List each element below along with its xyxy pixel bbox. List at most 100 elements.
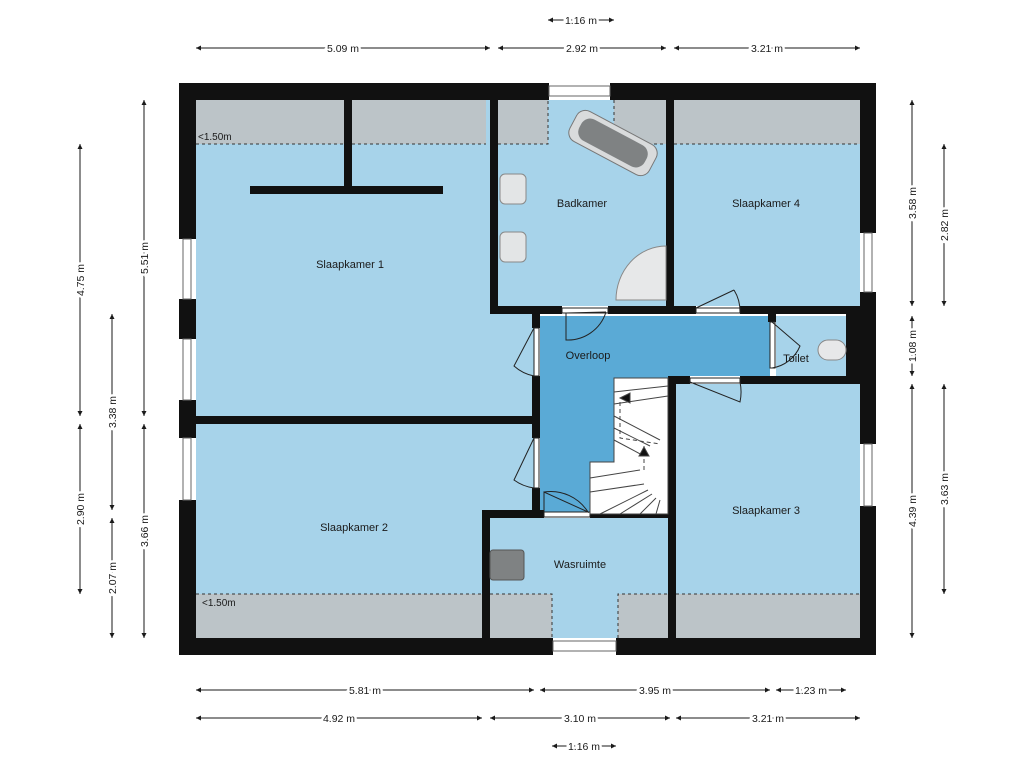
dimension-arrowhead bbox=[109, 518, 115, 523]
dimension-lines bbox=[79, 19, 945, 747]
dimension-arrowhead bbox=[941, 384, 947, 389]
dim-label-top-509: 5.09 m bbox=[327, 43, 359, 55]
dim-label-right-439: 4.39 m bbox=[907, 495, 919, 527]
label-slaapkamer-1: Slaapkamer 1 bbox=[316, 259, 384, 271]
label-wasruimte: Wasruimte bbox=[554, 559, 606, 571]
dimension-arrowhead bbox=[674, 45, 679, 51]
window-left-3 bbox=[182, 437, 192, 501]
dim-label-bottom-116: 1.16 m bbox=[568, 741, 600, 753]
low-ceiling-slaapkamer-4 bbox=[674, 100, 860, 144]
wall-badkamer-slaapkamer4 bbox=[666, 100, 674, 314]
dimension-arrowhead bbox=[855, 715, 860, 721]
dim-label-bottom-321: 3.21 m bbox=[752, 713, 784, 725]
door-slaapkamer3-swing bbox=[689, 381, 742, 403]
washing-machine-icon bbox=[489, 549, 525, 581]
window-wasruimte bbox=[552, 640, 617, 652]
outer-wall-top-left bbox=[179, 83, 549, 100]
slaapkamer-1-floor bbox=[196, 100, 534, 418]
dimension-arrowhead bbox=[909, 316, 915, 321]
dimension-arrowhead bbox=[909, 371, 915, 376]
wall-toilet-right bbox=[846, 314, 860, 376]
dimension-arrowhead bbox=[548, 17, 553, 23]
label-slaapkamer-2: Slaapkamer 2 bbox=[320, 522, 388, 534]
wall-slaapkamer-1-2 bbox=[196, 416, 536, 424]
dimension-arrowhead bbox=[941, 144, 947, 149]
door-slaapkamer1-frame bbox=[533, 327, 540, 377]
dim-label-right-282: 2.82 m bbox=[939, 209, 951, 241]
dimension-arrowhead bbox=[529, 687, 534, 693]
dimension-arrowhead bbox=[540, 687, 545, 693]
room-labels: Slaapkamer 1 Slaapkamer 2 Slaapkamer 3 S… bbox=[198, 132, 809, 609]
staircase bbox=[589, 377, 669, 515]
dimension-arrowhead bbox=[477, 715, 482, 721]
dimension-arrowhead bbox=[141, 411, 147, 416]
wall-slaapkamer3-top-left bbox=[668, 376, 690, 384]
outer-wall-right-3 bbox=[860, 506, 876, 655]
wall-slaapkamer4-bottom bbox=[740, 306, 860, 314]
door-badkamer-swing bbox=[565, 311, 607, 341]
wall-wardrobe-v bbox=[344, 100, 352, 190]
label-slaapkamer-4: Slaapkamer 4 bbox=[732, 198, 800, 210]
low-ceiling-badkamer-left bbox=[498, 100, 548, 144]
low-ceiling-slaapkamer-1 bbox=[196, 100, 486, 144]
dim-label-top-116: 1.16 m bbox=[565, 15, 597, 27]
stair-direction-line bbox=[619, 402, 661, 470]
label-low-ceiling-bottom: <1.50m bbox=[202, 598, 236, 609]
dimension-arrowhead bbox=[941, 301, 947, 306]
label-slaapkamer-3: Slaapkamer 3 bbox=[732, 505, 800, 517]
sink-1-icon bbox=[499, 173, 527, 205]
dimension-arrowhead bbox=[109, 633, 115, 638]
dimension-arrowhead bbox=[109, 505, 115, 510]
dimension-arrowhead bbox=[77, 589, 83, 594]
dim-label-left-290: 2.90 m bbox=[75, 493, 87, 525]
door-toilet-frame bbox=[769, 321, 776, 369]
outer-wall-left-2 bbox=[179, 299, 196, 339]
dim-label-left-366: 3.66 m bbox=[139, 515, 151, 547]
window-right-2 bbox=[863, 443, 873, 507]
shower-icon bbox=[615, 245, 667, 301]
dimension-arrowhead bbox=[141, 100, 147, 105]
dim-label-bottom-123: 1.23 m bbox=[795, 685, 827, 697]
dimension-arrowhead bbox=[77, 411, 83, 416]
wall-overloop-left-3 bbox=[532, 488, 540, 514]
outer-wall-right-1 bbox=[860, 83, 876, 233]
wall-overloop-left-1 bbox=[532, 314, 540, 328]
window-badkamer bbox=[548, 85, 611, 97]
door-toilet-swing bbox=[771, 321, 801, 369]
dim-label-bottom-492: 4.92 m bbox=[323, 713, 355, 725]
low-ceiling-slaapkamer-3 bbox=[676, 594, 860, 638]
dimension-arrowhead bbox=[141, 424, 147, 429]
dimension-arrowhead bbox=[765, 687, 770, 693]
toilet-icon bbox=[817, 339, 847, 361]
wall-overloop-left-2 bbox=[532, 376, 540, 438]
wall-wasruimte-left bbox=[482, 510, 490, 638]
door-slaapkamer3-frame bbox=[689, 377, 741, 384]
label-overloop: Overloop bbox=[566, 350, 611, 362]
dim-label-top-292: 2.92 m bbox=[566, 43, 598, 55]
door-slaapkamer1-swing bbox=[513, 327, 535, 377]
dimension-arrowhead bbox=[611, 743, 616, 749]
wall-wardrobe-h bbox=[250, 186, 443, 194]
dim-label-left-338: 3.38 m bbox=[107, 396, 119, 428]
dim-label-right-363: 3.63 m bbox=[939, 473, 951, 505]
dimension-arrowhead bbox=[77, 424, 83, 429]
dimension-arrowhead bbox=[196, 45, 201, 51]
wall-toilet-left bbox=[768, 314, 776, 322]
dim-label-right-108: 1.08 m bbox=[907, 330, 919, 362]
wall-badkamer-bottom bbox=[490, 306, 562, 314]
label-toilet: Toilet bbox=[783, 353, 809, 365]
dimension-arrowhead bbox=[665, 715, 670, 721]
dimension-arrowhead bbox=[841, 687, 846, 693]
dimension-arrowhead bbox=[490, 715, 495, 721]
dimension-arrowhead bbox=[855, 45, 860, 51]
outer-wall-left-3 bbox=[179, 400, 196, 438]
window-left-1 bbox=[182, 238, 192, 300]
dimension-arrowhead bbox=[909, 301, 915, 306]
dimension-arrowhead bbox=[676, 715, 681, 721]
dimension-arrowhead bbox=[196, 687, 201, 693]
dim-label-bottom-395: 3.95 m bbox=[639, 685, 671, 697]
door-slaapkamer2-frame bbox=[533, 437, 540, 489]
dimension-arrowhead bbox=[909, 633, 915, 638]
window-right-1 bbox=[863, 232, 873, 293]
